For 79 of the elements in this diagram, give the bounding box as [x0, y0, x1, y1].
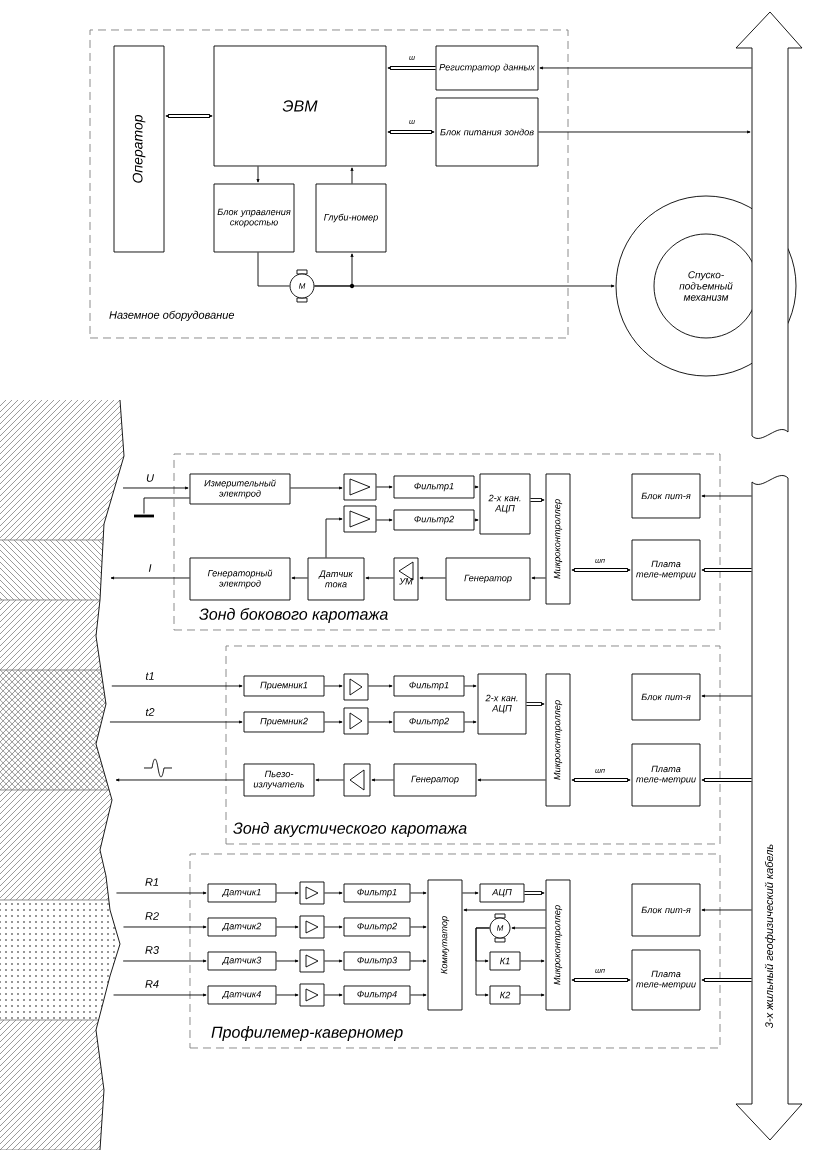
arrow — [368, 684, 393, 688]
arrow — [520, 959, 545, 963]
arrow — [464, 684, 477, 688]
arrow — [511, 926, 546, 930]
arrow — [387, 130, 435, 134]
amplifier-symbol — [343, 673, 369, 701]
arrow — [475, 927, 490, 997]
arrow — [115, 778, 244, 782]
arrow — [526, 702, 545, 706]
arrow — [276, 993, 299, 997]
arrow — [410, 925, 427, 929]
arrow — [701, 908, 752, 912]
arrow — [276, 959, 299, 963]
arrow — [165, 114, 213, 118]
arrow — [113, 993, 207, 997]
arrow — [462, 891, 479, 895]
arrow — [256, 166, 260, 183]
arrow — [701, 778, 752, 782]
amplifier-symbol — [343, 505, 377, 533]
arrow — [324, 684, 343, 688]
arrow — [324, 891, 343, 895]
arrow — [324, 993, 343, 997]
arrow — [122, 959, 207, 963]
arrow — [368, 720, 393, 724]
arrow — [531, 576, 546, 580]
amplifier-symbol — [299, 949, 325, 973]
arrow — [376, 518, 393, 522]
arrow — [314, 253, 355, 289]
arrow — [276, 891, 299, 895]
arrow — [571, 568, 631, 572]
arrow — [290, 486, 343, 490]
arrow — [530, 498, 545, 502]
block-box: ЭВМ — [213, 45, 387, 167]
arrow — [123, 925, 207, 929]
arrow — [315, 778, 344, 782]
arrow — [463, 908, 546, 912]
arrow — [538, 130, 751, 134]
arrow — [539, 66, 752, 70]
arrow — [350, 167, 354, 184]
arrow — [419, 576, 446, 580]
arrow — [324, 925, 343, 929]
arrow — [116, 891, 207, 895]
connector-line — [257, 252, 290, 287]
arrow — [701, 494, 752, 498]
amplifier-symbol — [299, 881, 325, 905]
connector-line — [143, 497, 190, 514]
arrow — [520, 993, 545, 997]
arrow — [477, 778, 546, 782]
arrow — [324, 720, 343, 724]
arrow — [109, 720, 243, 724]
rock-formation-drawing — [0, 399, 125, 1150]
amplifier-symbol — [299, 915, 325, 939]
arrow — [376, 485, 393, 489]
arrow — [365, 576, 394, 580]
arrow — [291, 576, 308, 580]
arrow — [371, 778, 394, 782]
amplifier-symbol — [343, 473, 377, 501]
arrow — [464, 720, 477, 724]
arrow — [410, 891, 427, 895]
arrow — [524, 891, 545, 895]
arrow — [474, 485, 479, 489]
arrow — [571, 778, 631, 782]
arrow — [410, 993, 427, 997]
amplifier-symbol — [343, 707, 369, 735]
arrow — [701, 694, 752, 698]
amplifier-symbol — [343, 763, 371, 797]
arrow — [410, 959, 427, 963]
arrow — [387, 66, 436, 70]
arrow — [474, 518, 479, 522]
arrow — [325, 517, 343, 558]
arrow — [122, 486, 189, 490]
arrow — [701, 978, 752, 982]
arrow — [701, 568, 752, 572]
amplifier-symbol — [299, 983, 325, 1007]
arrow — [276, 925, 299, 929]
arrow — [110, 576, 190, 580]
arrow — [571, 978, 631, 982]
arrow — [324, 959, 343, 963]
arrow — [111, 684, 243, 688]
